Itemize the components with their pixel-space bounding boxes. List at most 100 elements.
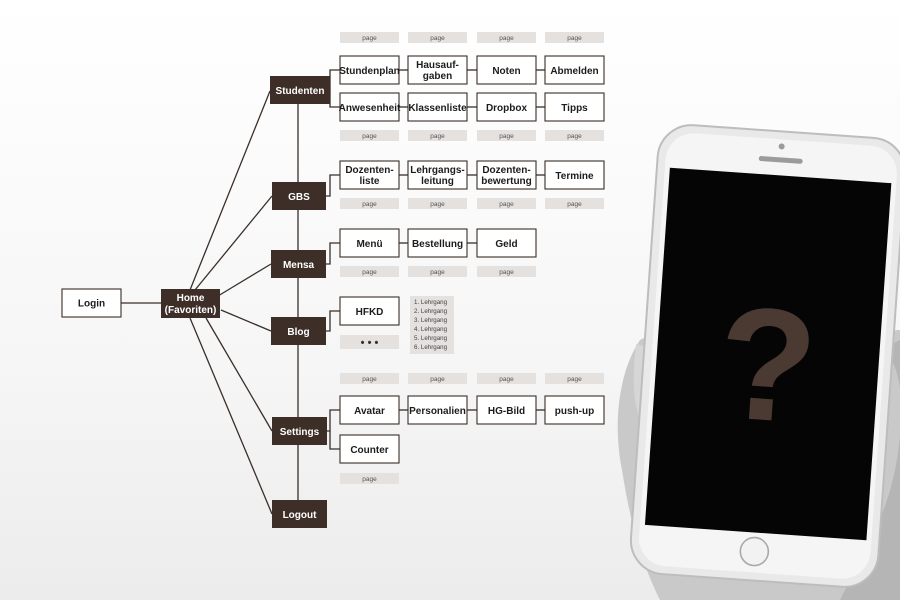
- page-personalien[interactable]: Personalien: [408, 396, 467, 424]
- page-tag: page: [408, 198, 467, 209]
- page-hausauf-gaben[interactable]: Hausauf-gaben: [408, 56, 467, 84]
- page-tipps-label: Tipps: [561, 103, 588, 114]
- page-lehrgangs-leitung[interactable]: Lehrgangs-leitung: [408, 161, 467, 189]
- page-tag: page: [545, 130, 604, 141]
- page-stundenplan[interactable]: Stundenplan: [339, 56, 400, 84]
- page-tag-text: page: [362, 476, 377, 483]
- page-dropbox[interactable]: Dropbox: [477, 93, 536, 121]
- page-counter[interactable]: Counter: [340, 435, 399, 463]
- page-klassenliste-label: Klassenliste: [408, 103, 467, 114]
- page-tag: page: [340, 130, 399, 141]
- page-tag-text: page: [430, 35, 445, 42]
- page-tipps[interactable]: Tipps: [545, 93, 604, 121]
- page-men--label: Menü: [356, 239, 382, 250]
- page-tag: page: [545, 373, 604, 384]
- page-tag: page: [545, 32, 604, 43]
- page-tag: page: [340, 198, 399, 209]
- page-termine-label: Termine: [555, 171, 594, 182]
- page-dozenten-liste[interactable]: Dozenten-liste: [340, 161, 399, 189]
- page-anwesenheit-label: Anwesenheit: [339, 103, 401, 114]
- page-avatar[interactable]: Avatar: [340, 396, 399, 424]
- page-tag: page: [408, 266, 467, 277]
- page-hausauf-gaben-label-2: gaben: [423, 71, 452, 82]
- page-klassenliste[interactable]: Klassenliste: [408, 93, 467, 121]
- page-counter-label: Counter: [350, 445, 388, 456]
- section-mensa-label: Mensa: [283, 260, 315, 271]
- section-mensa[interactable]: Mensa: [271, 250, 326, 278]
- page-noten-label: Noten: [492, 66, 520, 77]
- page-bestellung-label: Bestellung: [412, 239, 463, 250]
- page-dozenten-liste-label: Dozenten-: [345, 165, 393, 176]
- login-node[interactable]: Login: [62, 289, 121, 317]
- page-anwesenheit[interactable]: Anwesenheit: [339, 93, 401, 121]
- page-tag-text: page: [362, 35, 377, 42]
- page-tag: page: [408, 130, 467, 141]
- page-abmelden-label: Abmelden: [550, 66, 598, 77]
- page-tag-text: page: [499, 201, 514, 208]
- page-tag-text: page: [362, 201, 377, 208]
- page-push-up[interactable]: push-up: [545, 396, 604, 424]
- page-personalien-label: Personalien: [409, 406, 466, 417]
- page-tag-text: page: [430, 269, 445, 276]
- page-geld[interactable]: Geld: [477, 229, 536, 257]
- page-abmelden[interactable]: Abmelden: [545, 56, 604, 84]
- page-lehrgangs-leitung-label: Lehrgangs-: [410, 165, 464, 176]
- home-button-icon[interactable]: [739, 537, 769, 567]
- page-tag-text: page: [362, 269, 377, 276]
- blog-more[interactable]: • • •: [340, 335, 399, 349]
- page-men-[interactable]: Menü: [340, 229, 399, 257]
- page-tag: page: [477, 373, 536, 384]
- page-bestellung[interactable]: Bestellung: [408, 229, 467, 257]
- page-dozenten-liste-label-2: liste: [359, 176, 379, 187]
- page-tag: page: [408, 32, 467, 43]
- page-tag-text: page: [499, 133, 514, 140]
- page-termine[interactable]: Termine: [545, 161, 604, 189]
- page-tag-text: page: [499, 376, 514, 383]
- section-settings[interactable]: Settings: [272, 417, 327, 445]
- page-tag: page: [477, 266, 536, 277]
- section-gbs[interactable]: GBS: [272, 182, 326, 210]
- page-hausauf-gaben-label: Hausauf-: [416, 60, 459, 71]
- page-avatar-label: Avatar: [354, 406, 385, 417]
- home-sublabel: (Favoriten): [165, 305, 217, 316]
- page-hfkd-label: HFKD: [356, 307, 384, 318]
- section-studenten[interactable]: Studenten: [270, 76, 330, 104]
- section-blog[interactable]: Blog: [271, 317, 326, 345]
- page-tag: page: [477, 198, 536, 209]
- section-gbs-label: GBS: [288, 192, 310, 203]
- login-label: Login: [78, 299, 105, 310]
- page-tag-text: page: [499, 269, 514, 276]
- page-hg-bild-label: HG-Bild: [488, 406, 525, 417]
- page-dozenten-bewertung-label: Dozenten-: [482, 165, 530, 176]
- page-tag-text: page: [430, 201, 445, 208]
- blog-more-dots: • • •: [361, 337, 379, 349]
- page-noten[interactable]: Noten: [477, 56, 536, 84]
- page-tag-text: page: [567, 376, 582, 383]
- page-tag-text: page: [430, 133, 445, 140]
- lehrgang-list-item: 1. Lehrgang: [414, 299, 448, 306]
- page-hfkd[interactable]: HFKD: [340, 297, 399, 325]
- page-dozenten-bewertung-label-2: bewertung: [481, 176, 532, 187]
- lehrgang-list-item: 4. Lehrgang: [414, 326, 448, 333]
- page-tag-text: page: [362, 133, 377, 140]
- page-push-up-label: push-up: [555, 406, 594, 417]
- home-label: Home: [177, 293, 205, 304]
- section-logout-label: Logout: [283, 510, 318, 521]
- page-lehrgangs-leitung-label-2: leitung: [421, 176, 454, 187]
- page-tag: page: [545, 198, 604, 209]
- section-studenten-label: Studenten: [276, 86, 325, 97]
- page-tag: page: [340, 473, 399, 484]
- home-node[interactable]: Home (Favoriten): [161, 289, 220, 318]
- page-tag: page: [340, 32, 399, 43]
- page-hg-bild[interactable]: HG-Bild: [477, 396, 536, 424]
- page-tag: page: [477, 32, 536, 43]
- question-mark-icon: ?: [712, 272, 822, 457]
- page-stundenplan-label: Stundenplan: [339, 66, 400, 77]
- page-dozenten-bewertung[interactable]: Dozenten-bewertung: [477, 161, 536, 189]
- section-logout[interactable]: Logout: [272, 500, 327, 528]
- page-tag-text: page: [430, 376, 445, 383]
- page-tag-text: page: [567, 35, 582, 42]
- section-blog-label: Blog: [287, 327, 309, 338]
